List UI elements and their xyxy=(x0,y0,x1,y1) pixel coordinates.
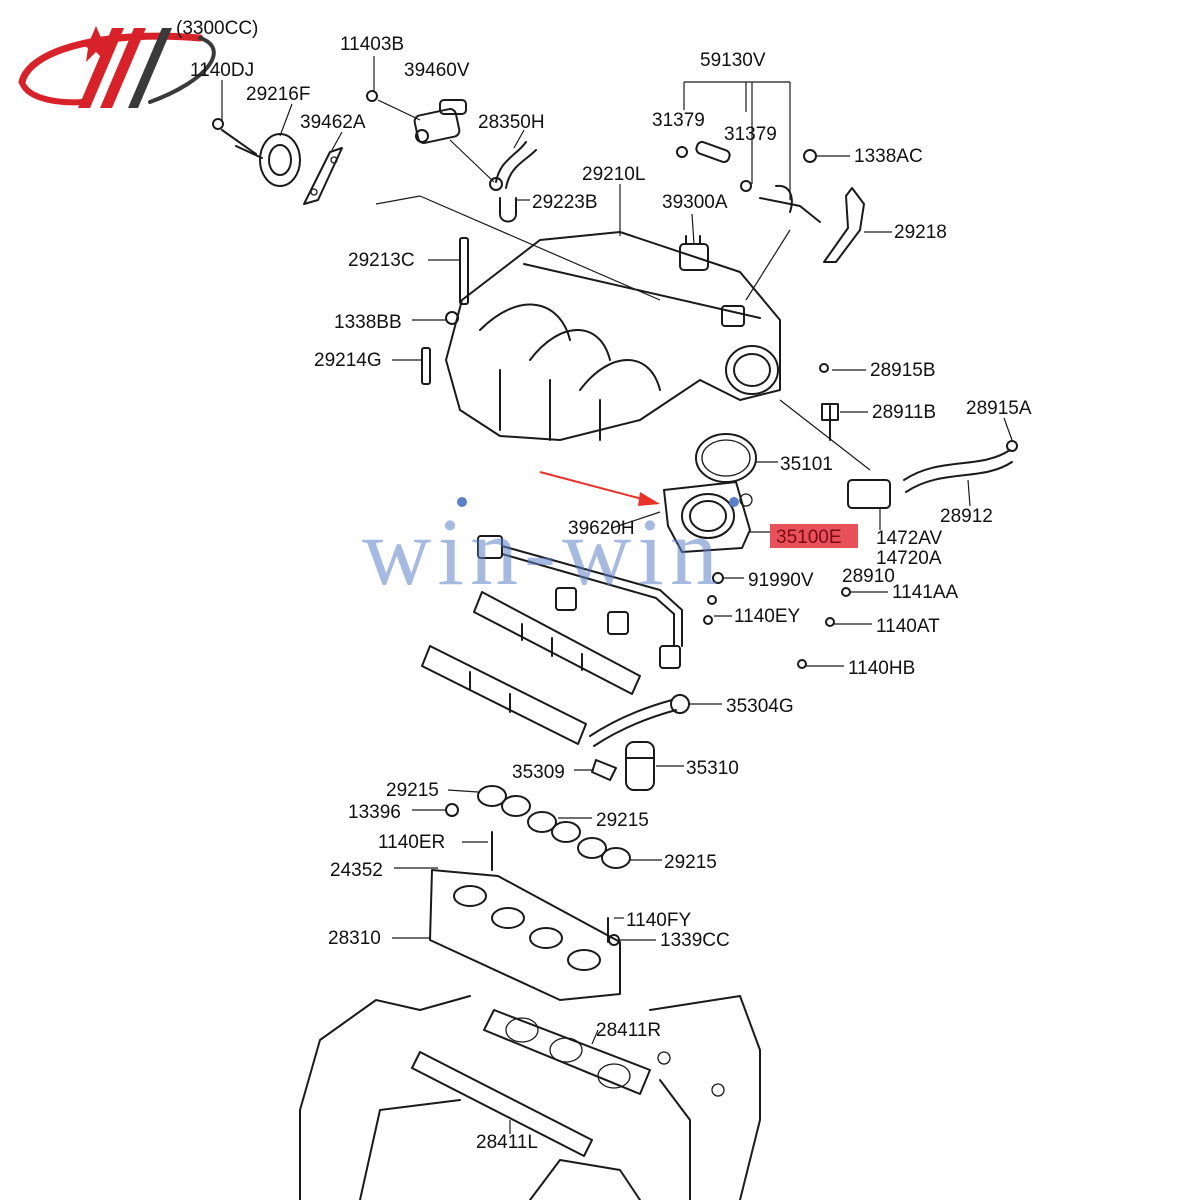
clip-35309 xyxy=(591,759,617,781)
part-label-28911b: 28911B xyxy=(872,402,936,423)
part-label-28411r: 28411R xyxy=(596,1020,661,1041)
bolt-29214g xyxy=(421,347,431,385)
pcv-valve-29216f xyxy=(235,133,301,187)
gaskets-29215 xyxy=(477,785,631,869)
part-label-1140fy: 1140FY xyxy=(626,910,691,931)
part-label-1140dj: 1140DJ xyxy=(190,60,254,81)
brand-logo xyxy=(18,26,216,108)
watermark: win-win xyxy=(362,497,739,605)
head-gasket-28411r xyxy=(483,1009,651,1095)
part-label-1338bb: 1338BB xyxy=(334,312,402,333)
part-label-11403b: 11403B xyxy=(340,34,404,55)
intake-manifold-upper xyxy=(445,231,781,441)
part-label-1140er: 1140ER xyxy=(378,832,445,853)
part-label-39300a: 39300A xyxy=(662,192,728,213)
part-label-59130v: 59130V xyxy=(700,50,766,71)
part-labels: 1140DJ 11403B 39460V 29216F 39462A 28350… xyxy=(190,34,1032,1153)
part-label-28411l: 28411L xyxy=(476,1132,538,1153)
part-label-29215-b: 29215 xyxy=(596,810,649,831)
leader-lines xyxy=(221,56,1013,1134)
bolt-29213c xyxy=(459,237,469,305)
wiring-harness-39620h xyxy=(477,535,683,669)
bolt-1140dj xyxy=(212,118,257,155)
purge-valve-28910 xyxy=(819,363,891,509)
part-label-29215-a: 29215 xyxy=(386,780,439,801)
part-label-1140ey: 1140EY xyxy=(734,606,801,627)
tube-31379-left xyxy=(676,140,731,164)
nut-1338ac xyxy=(803,149,817,163)
throttle-body xyxy=(663,481,753,553)
part-label-1141aa: 1141AA xyxy=(892,582,959,603)
small-bolts-right xyxy=(797,587,851,669)
part-label-28350h: 28350H xyxy=(478,112,545,133)
part-label-14720a: 14720A xyxy=(876,548,942,569)
tube-31379-right xyxy=(740,180,821,223)
fuel-rail-lower xyxy=(421,645,587,745)
part-label-29215-c: 29215 xyxy=(664,852,717,873)
part-label-29218: 29218 xyxy=(894,222,947,243)
part-label-29216f: 29216F xyxy=(246,84,310,105)
part-label-35101: 35101 xyxy=(780,454,833,475)
engine-block xyxy=(299,995,761,1200)
nut-13396 xyxy=(445,803,459,817)
part-label-35309: 35309 xyxy=(512,762,565,783)
head-gasket-28411l xyxy=(411,1051,593,1157)
part-label-28915b: 28915B xyxy=(870,360,936,381)
part-label-39460v: 39460V xyxy=(404,60,470,81)
injector-35310 xyxy=(625,741,655,791)
part-label-28910: 28910 xyxy=(842,566,895,587)
engine-spec-label: (3300CC) xyxy=(176,18,258,39)
part-label-29214g: 29214G xyxy=(314,350,382,371)
part-label-31379-right: 31379 xyxy=(724,124,777,145)
bolt-11403b xyxy=(366,90,378,102)
bracket-29218 xyxy=(823,187,865,263)
part-label-39620h: 39620H xyxy=(568,518,635,539)
fuel-rail-upper xyxy=(473,591,641,695)
nut-1338bb xyxy=(445,311,459,325)
part-label-1140hb: 1140HB xyxy=(848,658,915,679)
part-label-1472av: 1472AV xyxy=(876,528,943,549)
hose-28350h xyxy=(489,141,537,191)
vacuum-valve xyxy=(413,99,467,144)
intake-manifold-lower xyxy=(429,869,621,1001)
part-label-39462a: 39462A xyxy=(300,112,366,133)
red-arrow xyxy=(539,471,660,506)
part-label-24352: 24352 xyxy=(330,860,383,881)
highlighted-part-label: 35100E xyxy=(776,527,842,548)
part-label-13396: 13396 xyxy=(348,802,401,823)
fuel-pipe-35304g xyxy=(589,694,690,747)
part-label-1339cc: 1339CC xyxy=(660,930,730,951)
part-label-29213c: 29213C xyxy=(348,250,415,271)
part-label-91990v: 91990V xyxy=(748,570,814,591)
part-label-28915a: 28915A xyxy=(966,398,1032,419)
part-label-29223b: 29223B xyxy=(532,192,598,213)
gasket-35101 xyxy=(695,433,757,483)
highlighted-part-badge: 35100E xyxy=(770,524,858,548)
bracket-39462a xyxy=(303,147,343,205)
part-label-35310: 35310 xyxy=(686,758,739,779)
part-label-31379-left: 31379 xyxy=(652,110,705,131)
part-label-28912: 28912 xyxy=(940,506,993,527)
part-label-1140at: 1140AT xyxy=(876,616,940,637)
hose-29223b xyxy=(499,197,517,223)
part-label-29210l: 29210L xyxy=(582,164,645,185)
hose-28912 xyxy=(903,440,1018,493)
part-label-28310: 28310 xyxy=(328,928,381,949)
part-label-1338ac: 1338AC xyxy=(854,146,923,167)
watermark-text: win-win xyxy=(362,498,724,605)
bolt-1140fy xyxy=(607,917,620,946)
part-label-35304g: 35304G xyxy=(726,696,794,717)
